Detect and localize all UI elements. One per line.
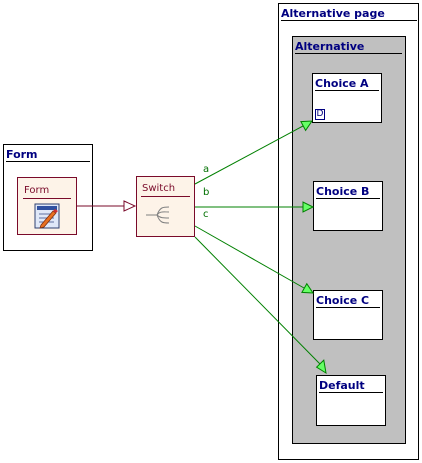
choice-c-title-rule [316, 307, 380, 308]
form-container-title-rule [6, 161, 90, 162]
alternative-page-title: Alternative page [281, 7, 385, 20]
default-badge-letter: D [316, 109, 324, 119]
choice-c-title: Choice C [316, 294, 370, 307]
branch-c-line[interactable] [194, 225, 305, 289]
choice-c-box[interactable]: Choice C [313, 290, 383, 340]
branch-b-label: b [203, 187, 210, 198]
branch-a-arrowhead [300, 120, 313, 132]
alternative-title: Alternative [295, 40, 365, 53]
branch-c-label: c [203, 209, 209, 220]
default-box[interactable]: Default [316, 375, 386, 426]
choice-b-title: Choice B [316, 185, 370, 198]
alternative-title-rule [295, 53, 402, 54]
default-title: Default [319, 379, 365, 392]
choice-a-title: Choice A [315, 77, 369, 90]
switch-node[interactable]: Switch [136, 176, 195, 237]
switch-branch-icon [146, 206, 170, 224]
choice-a-box[interactable]: Choice A D [312, 73, 382, 123]
choice-b-box[interactable]: Choice B [313, 181, 383, 231]
branch-b-arrowhead [302, 201, 315, 213]
form-node-label: Form [24, 185, 50, 196]
form-to-switch-arrowhead [123, 200, 137, 212]
default-title-rule [319, 392, 383, 393]
branch-c-arrowhead [301, 282, 314, 294]
form-node[interactable]: Form [17, 177, 77, 235]
form-edit-icon [34, 203, 60, 229]
switch-node-label-rule [141, 196, 190, 197]
branch-default-arrowhead [315, 359, 327, 375]
choice-a-title-rule [315, 90, 379, 91]
branch-a-line[interactable] [194, 125, 304, 185]
branch-a-label: a [203, 164, 210, 175]
choice-b-title-rule [316, 198, 380, 199]
branch-default-line[interactable] [194, 236, 321, 365]
default-badge-icon: D [315, 109, 325, 120]
form-container-title: Form [6, 148, 38, 161]
form-node-label-rule [23, 198, 71, 199]
alternative-page-title-rule [281, 20, 417, 21]
switch-node-label: Switch [142, 183, 176, 194]
